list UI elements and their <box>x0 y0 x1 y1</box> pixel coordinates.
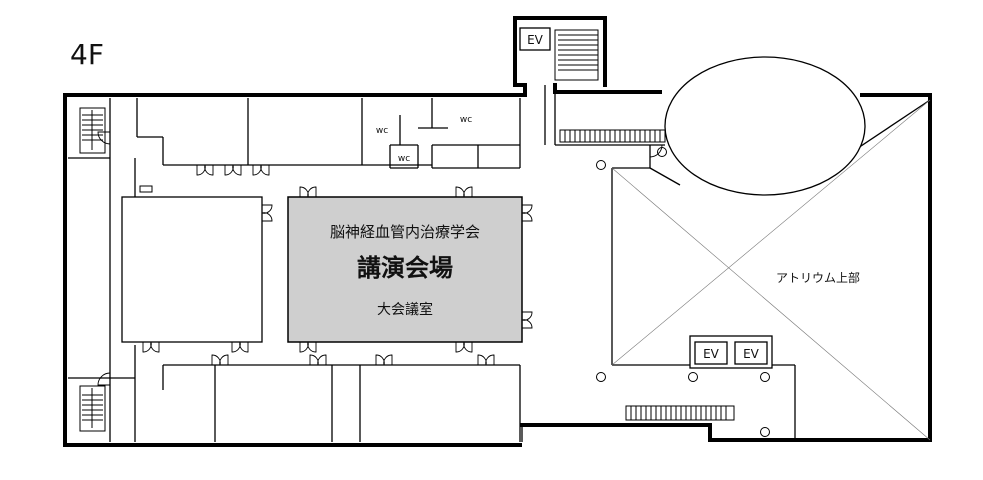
floor-label: 4F <box>70 38 104 71</box>
restroom-label-1: wc <box>376 126 388 136</box>
main-hall[interactable] <box>287 196 523 343</box>
elevator-top <box>519 27 551 51</box>
hall-title-label: 講演会場 <box>357 254 453 282</box>
restroom-label-3: wc <box>398 154 410 164</box>
hall-room-name-label: 大会議室 <box>377 301 433 318</box>
hall-organization-label: 脳神経血管内治療学会 <box>330 223 480 241</box>
elevator-right-2-label: EV <box>743 347 760 361</box>
stair-corridor-bottom <box>625 405 735 421</box>
atrium-label: アトリウム上部 <box>776 270 860 285</box>
atrium-void <box>664 56 866 196</box>
stair-corridor-top <box>559 129 666 143</box>
stair-top-right <box>554 29 599 81</box>
interior-walls <box>68 85 931 442</box>
elevator-top-label: EV <box>527 33 544 47</box>
elevator-right-2 <box>734 341 768 365</box>
west-room <box>121 196 263 343</box>
elevator-right-1 <box>694 341 728 365</box>
outer-walls <box>63 16 932 447</box>
restroom-label-2: wc <box>460 115 472 125</box>
doors <box>97 131 663 386</box>
stair-bottom-left <box>79 385 106 432</box>
stair-top-left <box>79 107 106 154</box>
fire-hydrant-box <box>139 185 153 193</box>
elevator-right-1-label: EV <box>703 347 720 361</box>
